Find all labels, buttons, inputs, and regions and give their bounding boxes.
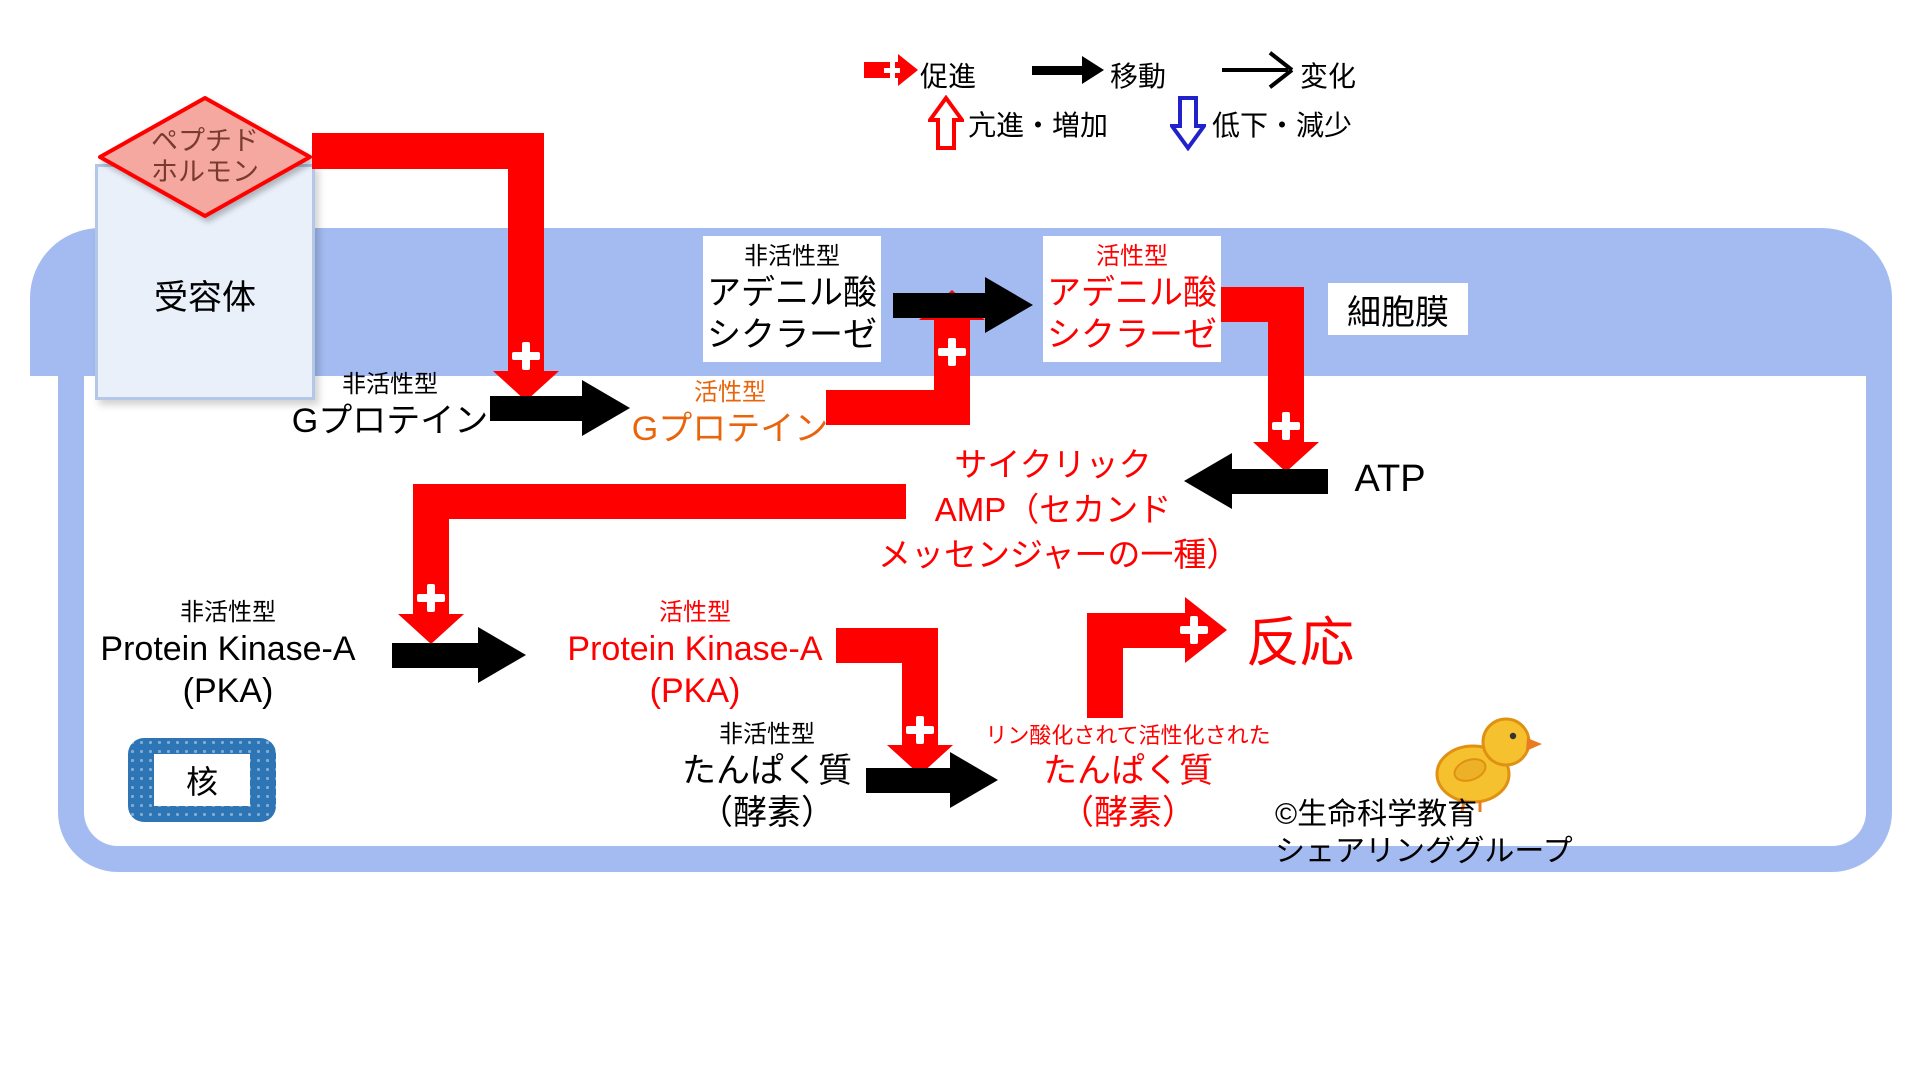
protein-inactive-tag: 非活性型 [719,721,815,748]
pka-active-tag: 活性型 [659,599,731,626]
arrow-head [582,380,630,436]
arrow-head [985,277,1033,333]
plus-icon [1272,412,1300,440]
copyright-line2: シェアリンググループ [1275,835,1573,868]
chick-illustration [1435,717,1542,813]
legend-increase-label: 亢進・増加 [968,110,1109,141]
arrow-bar [1232,469,1328,494]
plus-icon [1180,616,1208,644]
cyclase-inactive-box: 非活性型 アデニル酸 シクラーゼ [703,236,881,362]
receptor-label: 受容体 [154,279,256,317]
cyclase-active-line2: シクラーゼ [1047,316,1217,354]
copyright-line1: ©生命科学教育 [1275,798,1478,831]
cyclase-active-tag: 活性型 [1096,243,1168,270]
arrow-bar [508,133,544,373]
arrow-head [1082,56,1104,84]
legend-decrease-label: 低下・減少 [1212,110,1353,141]
pka-inactive-label: 非活性型 Protein Kinase-A (PKA) [60,598,396,712]
cyclase-inactive-line1: アデニル酸 [707,274,877,312]
gprotein-active-label: 活性型 Gプロテイン [618,378,842,450]
diamond-shape [98,96,312,218]
arrow-bar [490,396,582,421]
arrow-head [398,614,464,644]
gprotein-active-name: Gプロテイン [631,410,829,448]
gprotein-active-tag: 活性型 [694,379,766,406]
gprotein-inactive-tag: 非活性型 [342,371,438,398]
membrane-label: 細胞膜 [1347,293,1449,332]
decrease-arrow-icon [1170,96,1206,151]
protein-inactive-line1: たんぱく質 [682,752,852,790]
protein-inactive-line2: （酵素） [699,794,835,832]
plus-icon [884,62,900,78]
legend-promote-label: 促進 [920,61,977,92]
cyclase-active-line1: アデニル酸 [1047,274,1217,312]
protein-active-line2: （酵素） [1060,794,1196,832]
protein-active-tag: リン酸化されて活性化された [985,723,1271,748]
arrow-bar [1087,613,1185,648]
cyclase-inactive-line2: シクラーゼ [707,316,877,354]
nucleus-label: 核 [185,764,218,800]
peptide-hormone-label: ペプチド ホルモン [151,126,259,187]
gprotein-inactive-label: 非活性型 Gプロテイン [278,370,502,442]
cell-outline [58,376,1892,872]
camp-line2: AMP（セカンド [934,491,1172,528]
reaction-label: 反応 [1246,613,1354,673]
legend-change-label: 変化 [1300,61,1357,92]
pka-inactive-tag: 非活性型 [180,599,276,626]
arrow-bar [893,293,985,318]
membrane-label-box: 細胞膜 [1328,283,1468,335]
arrow-bar [428,484,906,519]
pka-inactive-line1: Protein Kinase-A [100,630,356,668]
arrow-bar [866,768,950,793]
plus-icon [906,716,934,744]
peptide-hormone-node: ペプチド ホルモン [96,94,314,220]
gprotein-inactive-name: Gプロテイン [291,402,489,440]
arrow-head [1253,442,1319,472]
atp-label: ATP [1354,458,1426,500]
pka-active-line1: Protein Kinase-A [567,630,823,668]
protein-active-line1: たんぱく質 [1043,752,1213,790]
camp-line1: サイクリック [954,446,1152,483]
camp-line3: メッセンジャーの一種） [878,536,1240,573]
plus-icon [938,338,966,366]
legend-move-label: 移動 [1110,61,1167,92]
arrow-head [478,627,526,683]
cyclase-inactive-tag: 非活性型 [744,243,840,270]
arrow-bar [312,133,544,169]
protein-inactive-label: 非活性型 たんぱく質 （酵素） [672,720,862,834]
plus-icon [512,342,540,370]
camp-label: サイクリック AMP（セカンド メッセンジャーの一種） [878,442,1240,577]
copyright-text: ©生命科学教育 シェアリンググループ [1275,796,1585,870]
arrow-head [950,752,998,808]
increase-arrow-icon [928,95,964,150]
arrow-head [898,54,918,86]
plus-icon [417,584,445,612]
arrow-bar [934,320,970,425]
cyclase-active-box: 活性型 アデニル酸 シクラーゼ [1043,236,1221,362]
nucleus-node: 核 [128,738,276,822]
arrow-bar [392,643,478,668]
pka-inactive-line2: (PKA) [182,672,274,710]
nucleus-inner-box: 核 [154,754,250,806]
arrow-bar [1032,66,1082,75]
pka-active-line2: (PKA) [649,672,741,710]
protein-active-label: リン酸化されて活性化された たんぱく質 （酵素） [980,722,1276,834]
arrow-head [1184,453,1232,509]
pka-active-label: 活性型 Protein Kinase-A (PKA) [550,598,840,712]
